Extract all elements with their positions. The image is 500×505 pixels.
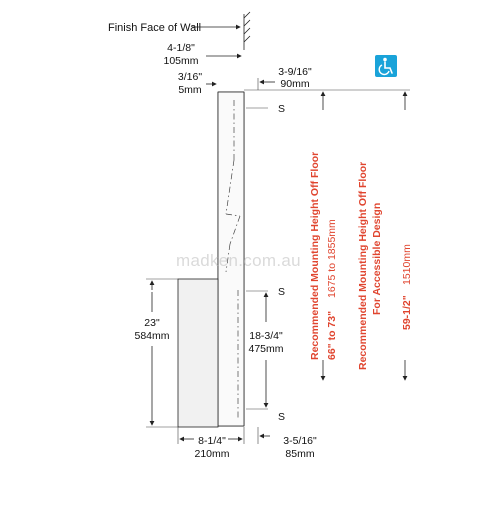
lower-height-dim: 23" 584mm (134, 280, 170, 426)
screw-span-mm: 475mm (248, 343, 283, 355)
screw-span-in: 18-3/4" (249, 330, 283, 342)
lower-depth-in: 8-1/4" (198, 435, 226, 447)
accessible-height-subtitle: For Accessible Design (371, 203, 383, 315)
accessible-height-title: Recommended Mounting Height Off Floor (357, 162, 369, 370)
wall-offset-in: 4-1/8" (167, 42, 195, 54)
bottom-depth-in: 3-5/16" (283, 435, 317, 447)
standard-height-dim: Recommended Mounting Height Off Floor 66… (309, 91, 338, 381)
screw-marker: S (278, 286, 285, 298)
wall-offset-dim: 4-1/8" 105mm (163, 42, 242, 67)
standard-height-value-in: 66" to 73" (326, 311, 338, 360)
accessible-height-value-mm: 1510mm (401, 244, 413, 285)
screw-span-dim: 18-3/4" 475mm (248, 292, 284, 408)
gap-dim: 3/16" 5mm (178, 71, 217, 96)
lower-receptacle (146, 278, 219, 428)
gap-in: 3/16" (178, 71, 202, 83)
standard-height-title: Recommended Mounting Height Off Floor (309, 152, 321, 360)
standard-height-value-mm: 1675 to 1855mm (326, 219, 338, 298)
dispenser-body (217, 91, 245, 427)
lower-depth-mm: 210mm (194, 448, 229, 460)
lower-height-in: 23" (144, 317, 160, 329)
accessible-height-dim: Recommended Mounting Height Off Floor Fo… (357, 91, 413, 381)
screw-marker: S (278, 103, 285, 115)
top-depth-mm: 90mm (280, 78, 309, 90)
wall-offset-mm: 105mm (163, 55, 198, 67)
bottom-depth-mm: 85mm (285, 448, 314, 460)
bottom-dims: 8-1/4" 210mm 3-5/16" 85mm (177, 427, 317, 460)
wheelchair-icon (375, 55, 397, 77)
lower-height-mm: 584mm (134, 330, 169, 342)
top-depth-dim: 3-9/16" 90mm (244, 66, 410, 91)
wall-label: Finish Face of Wall (108, 22, 201, 34)
screw-markers: S S S (246, 103, 285, 423)
top-depth-in: 3-9/16" (278, 66, 312, 78)
watermark: madken.com.au (176, 251, 301, 270)
screw-marker: S (278, 411, 285, 423)
accessible-height-value-in: 59-1/2" (401, 295, 413, 330)
wall: Finish Face of Wall (108, 11, 251, 50)
gap-mm: 5mm (178, 84, 202, 96)
